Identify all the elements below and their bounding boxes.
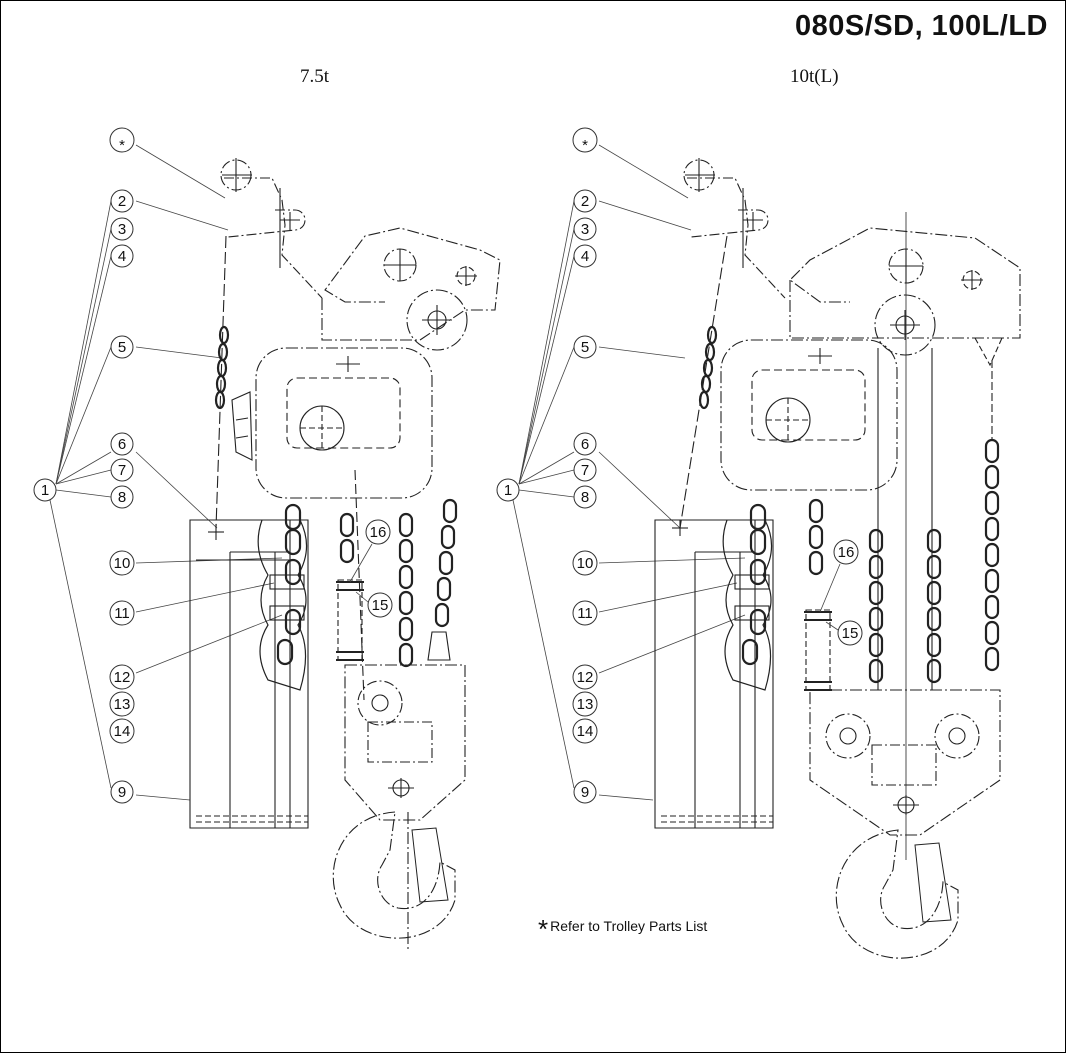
- svg-text:6: 6: [581, 436, 589, 453]
- callout-14: 14: [572, 718, 598, 744]
- svg-text:14: 14: [577, 723, 594, 740]
- callout-7: 7: [573, 458, 597, 482]
- svg-text:16: 16: [370, 524, 387, 541]
- svg-text:8: 8: [581, 489, 589, 506]
- svg-text:2: 2: [581, 193, 589, 210]
- callout-8: 8: [110, 485, 134, 509]
- callout-2: 2: [110, 189, 134, 213]
- callout-star: *: [572, 127, 598, 154]
- callout-3: 3: [573, 217, 597, 241]
- callout-1: 1: [33, 478, 57, 502]
- callout-star: *: [109, 127, 135, 154]
- callout-10: 10: [109, 550, 135, 576]
- callout-2: 2: [573, 189, 597, 213]
- svg-text:4: 4: [118, 248, 126, 265]
- svg-text:8: 8: [118, 489, 126, 506]
- svg-text:5: 5: [581, 339, 589, 356]
- svg-text:2: 2: [118, 193, 126, 210]
- callout-10: 10: [572, 550, 598, 576]
- svg-text:11: 11: [114, 605, 130, 622]
- callout-11: 11: [572, 600, 598, 626]
- callout-14: 14: [109, 718, 135, 744]
- svg-text:16: 16: [838, 544, 855, 561]
- svg-text:6: 6: [118, 436, 126, 453]
- svg-text:10: 10: [577, 555, 594, 572]
- svg-text:10: 10: [114, 555, 131, 572]
- svg-text:13: 13: [577, 696, 594, 713]
- callout-7: 7: [110, 458, 134, 482]
- view-caption-right: 10t(L): [790, 66, 839, 87]
- right-view-body: [654, 158, 1021, 959]
- svg-text:15: 15: [372, 597, 389, 614]
- svg-text:14: 14: [114, 723, 131, 740]
- svg-text:1: 1: [504, 482, 512, 499]
- callout-4: 4: [573, 244, 597, 268]
- svg-text:*: *: [582, 137, 588, 154]
- svg-text:3: 3: [581, 221, 589, 238]
- view-caption-left: 7.5t: [300, 66, 330, 87]
- right-view-leaders: [512, 144, 746, 801]
- svg-text:9: 9: [581, 784, 589, 801]
- svg-text:7: 7: [581, 462, 589, 479]
- callout-12: 12: [572, 664, 598, 690]
- callout-4: 4: [110, 244, 134, 268]
- callout-13: 13: [109, 691, 135, 717]
- footnote-text: Refer to Trolley Parts List: [550, 918, 708, 934]
- callout-15: 15: [367, 592, 393, 618]
- left-view-leaders: [49, 144, 283, 801]
- callout-9: 9: [573, 780, 597, 804]
- callout-3: 3: [110, 217, 134, 241]
- left-callouts: * 2 3 4 5 6 7 1 8 10 11 12 13 14 9 16 15: [33, 127, 393, 804]
- svg-text:7: 7: [118, 462, 126, 479]
- svg-text:5: 5: [118, 339, 126, 356]
- svg-text:4: 4: [581, 248, 589, 265]
- callout-12: 12: [109, 664, 135, 690]
- callout-1: 1: [496, 478, 520, 502]
- svg-text:3: 3: [118, 221, 126, 238]
- svg-text:12: 12: [114, 669, 131, 686]
- callout-11: 11: [109, 600, 135, 626]
- callout-13: 13: [572, 691, 598, 717]
- trolley-footnote: *Refer to Trolley Parts List: [538, 914, 707, 945]
- callout-9: 9: [110, 780, 134, 804]
- page-title: 080S/SD, 100L/LD: [795, 10, 1048, 42]
- callout-8: 8: [573, 485, 597, 509]
- callout-6: 6: [573, 432, 597, 456]
- callout-5: 5: [573, 335, 597, 359]
- svg-text:12: 12: [577, 669, 594, 686]
- callout-5: 5: [110, 335, 134, 359]
- callout-6: 6: [110, 432, 134, 456]
- svg-text:*: *: [119, 137, 125, 154]
- svg-text:13: 13: [114, 696, 131, 713]
- callout-15: 15: [837, 620, 863, 646]
- svg-text:11: 11: [577, 605, 593, 622]
- callout-16: 16: [833, 539, 859, 565]
- callout-16: 16: [365, 519, 391, 545]
- svg-text:1: 1: [41, 482, 49, 499]
- svg-text:15: 15: [842, 625, 859, 642]
- svg-text:9: 9: [118, 784, 126, 801]
- asterisk-icon: *: [538, 914, 549, 944]
- left-view-body: [189, 158, 501, 950]
- right-callouts: * 2 3 4 5 6 7 1 8 10 11 12 13 14 9 16 15: [496, 127, 863, 804]
